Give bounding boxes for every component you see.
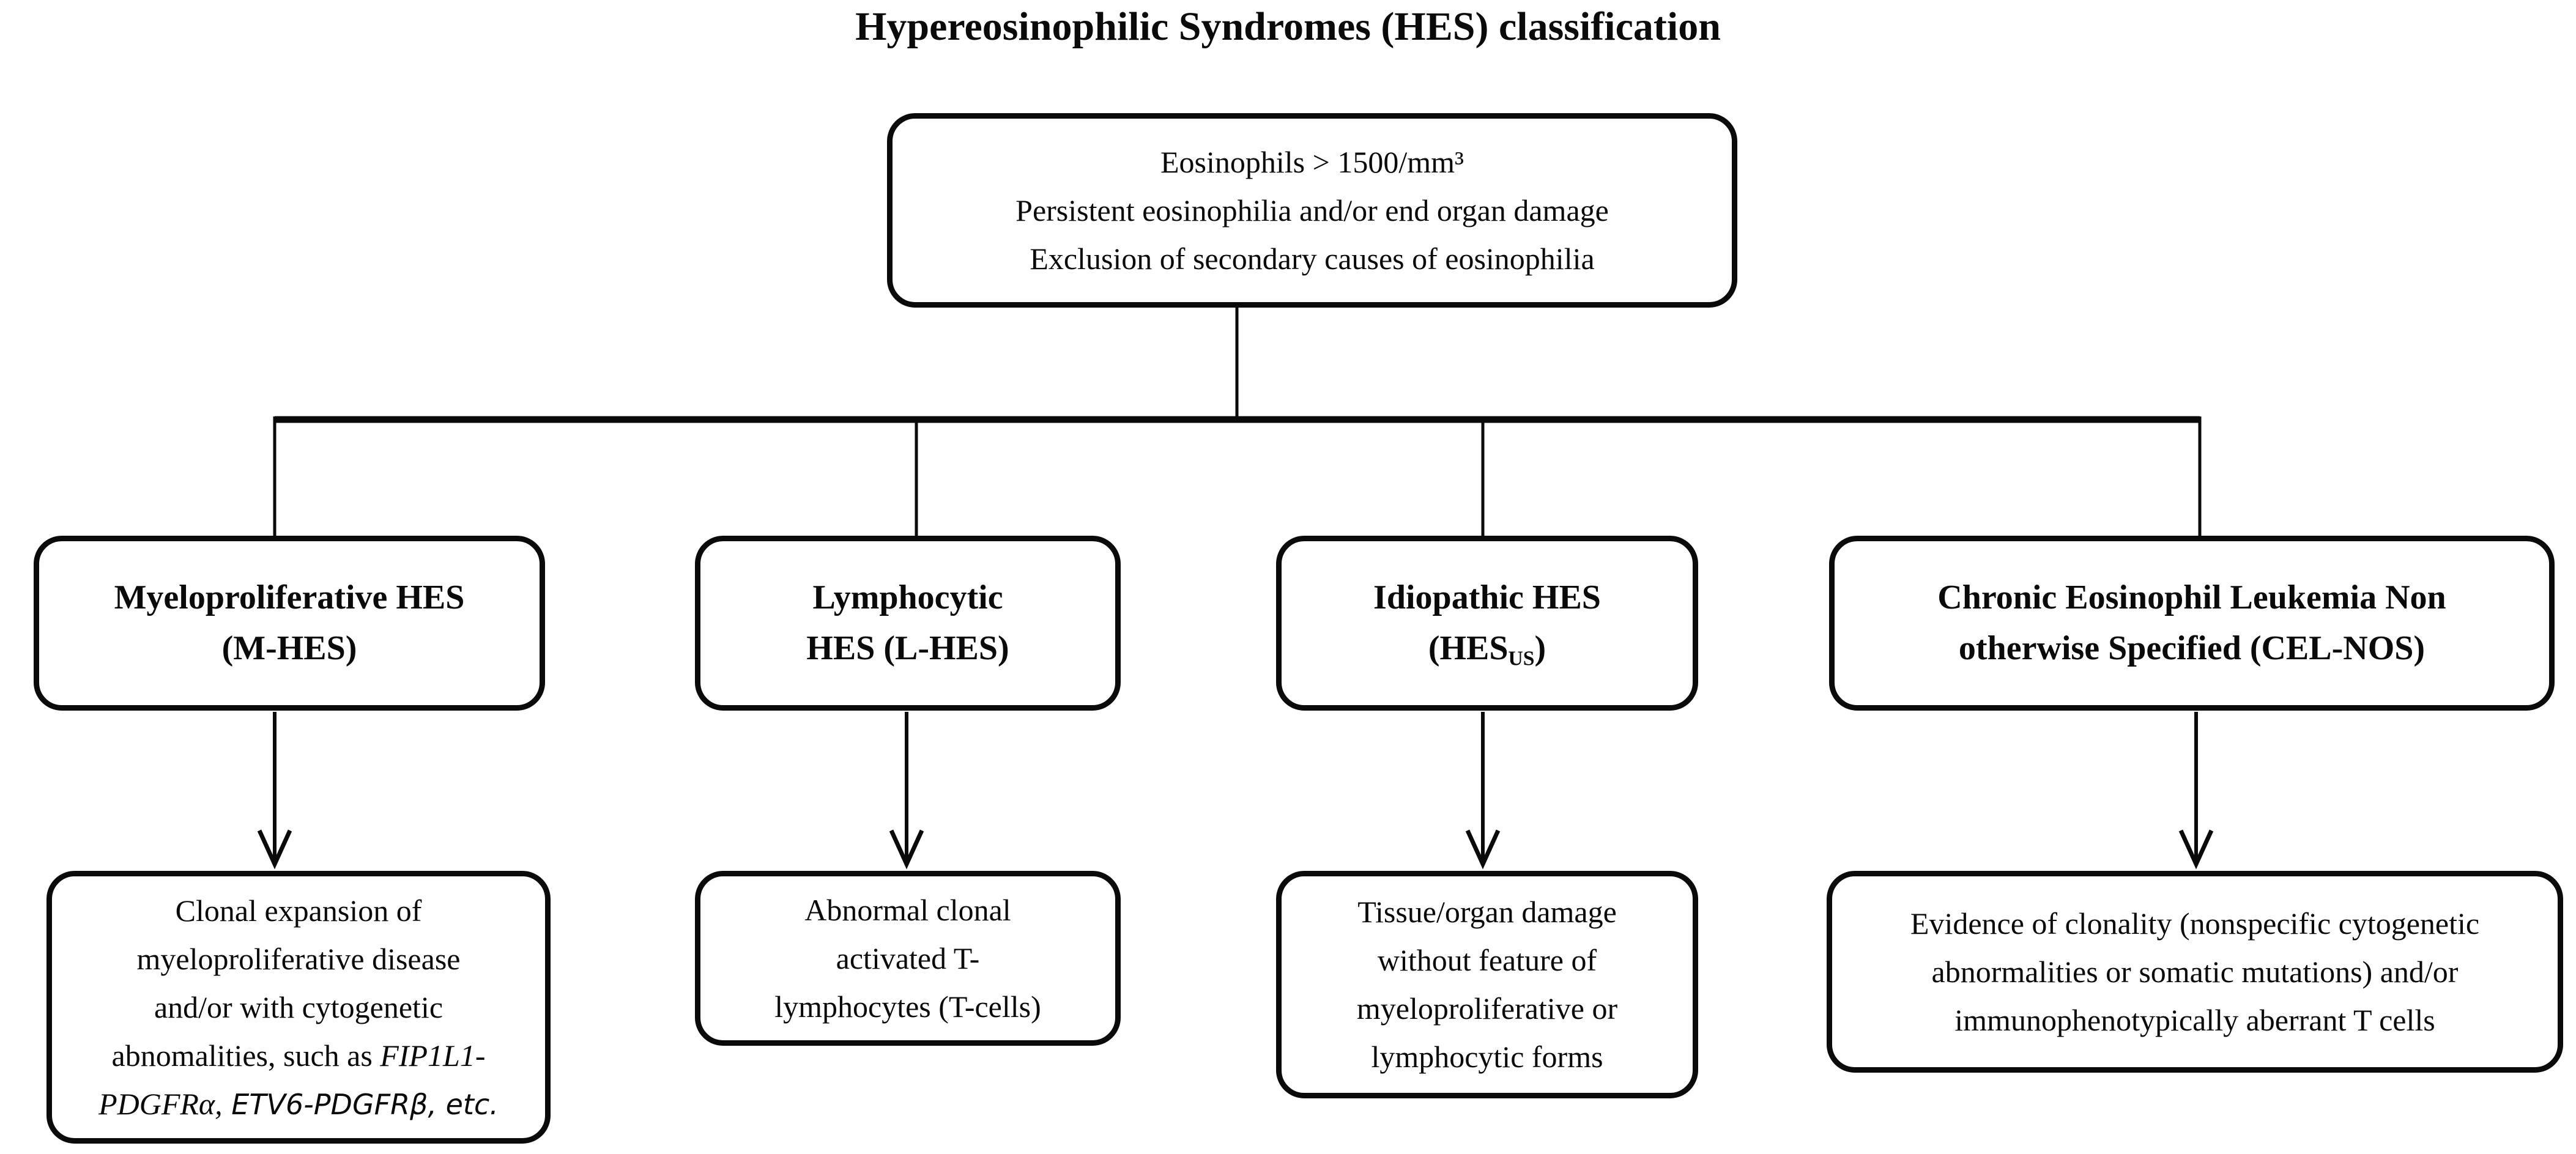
desc-box-cel-nos: Evidence of clonality (nonspecific cytog… <box>1827 871 2563 1073</box>
branch-title-line: Idiopathic HES <box>1373 579 1601 617</box>
desc-box-idiopathic-hes: Tissue/organ damage without feature of m… <box>1276 871 1698 1098</box>
desc-roman-text: abnomalities, such as <box>111 1038 380 1073</box>
arrow-down-icon <box>257 712 292 870</box>
arrow-down-icon <box>1465 712 1501 870</box>
desc-line: PDGFRα, ETV6-PDGFRβ, etc. <box>98 1080 499 1128</box>
desc-line: and/or with cytogenetic <box>154 989 444 1024</box>
branch-box-m-hes: Myeloproliferative HES (M-HES) <box>34 536 545 711</box>
hes-us-suffix: ) <box>1534 629 1546 667</box>
branch-title-line: (M-HES) <box>221 629 357 667</box>
branch-title-line: Chronic Eosinophil Leukemia Non <box>1937 579 2446 617</box>
desc-line: Abnormal clonal <box>804 892 1011 927</box>
desc-line: immunophenotypically aberrant T cells <box>1954 1002 2435 1037</box>
desc-line: lymphocytic forms <box>1371 1040 1603 1074</box>
gene-name-etv6-pdgfrb: ETV6-PDGFRβ, etc. <box>222 1087 499 1121</box>
hes-us-prefix: (HES <box>1428 629 1509 667</box>
branch-box-cel-nos: Chronic Eosinophil Leukemia Non otherwis… <box>1829 536 2555 711</box>
hes-us-subscript: US <box>1508 647 1535 670</box>
desc-line: myeloproliferative or <box>1356 991 1618 1026</box>
arrow-down-icon <box>2178 712 2214 870</box>
branch-title-line: HES (L-HES) <box>806 629 1009 667</box>
page-title: Hypereosinophilic Syndromes (HES) classi… <box>855 4 1721 49</box>
branch-title-line: Myeloproliferative HES <box>114 579 465 617</box>
gene-name-pdgfra: PDGFRα, <box>98 1086 223 1121</box>
desc-line: Tissue/organ damage <box>1357 895 1617 929</box>
desc-line: without feature of <box>1377 943 1597 977</box>
branch-box-idiopathic-hes: Idiopathic HES (HESUS) <box>1276 536 1698 711</box>
desc-line: Clonal expansion of <box>175 893 422 928</box>
desc-line: lymphocytes (T-cells) <box>774 989 1041 1024</box>
branch-title-line: otherwise Specified (CEL-NOS) <box>1958 629 2426 667</box>
branch-box-l-hes: Lymphocytic HES (L-HES) <box>695 536 1121 711</box>
desc-line: myeloproliferative disease <box>136 941 461 976</box>
arrow-down-icon <box>889 712 924 870</box>
desc-line: abnormalities or somatic mutations) and/… <box>1931 954 2459 989</box>
criteria-line: Persistent eosinophilia and/or end organ… <box>1015 193 1609 227</box>
desc-line: activated T- <box>836 941 980 975</box>
gene-name-fip1l1: FIP1L1- <box>380 1038 486 1073</box>
desc-line: abnomalities, such as FIP1L1- <box>112 1032 486 1080</box>
desc-box-l-hes: Abnormal clonal activated T- lymphocytes… <box>695 871 1121 1046</box>
desc-box-m-hes: Clonal expansion of myeloproliferative d… <box>46 871 551 1144</box>
criteria-line: Eosinophils > 1500/mm³ <box>1160 144 1464 179</box>
branch-title-line: (HESUS) <box>1428 623 1546 674</box>
desc-line: Evidence of clonality (nonspecific cytog… <box>1910 906 2480 941</box>
criteria-line: Exclusion of secondary causes of eosinop… <box>1030 241 1595 276</box>
criteria-box: Eosinophils > 1500/mm³ Persistent eosino… <box>887 113 1737 308</box>
branch-title-line: Lymphocytic <box>812 579 1003 617</box>
